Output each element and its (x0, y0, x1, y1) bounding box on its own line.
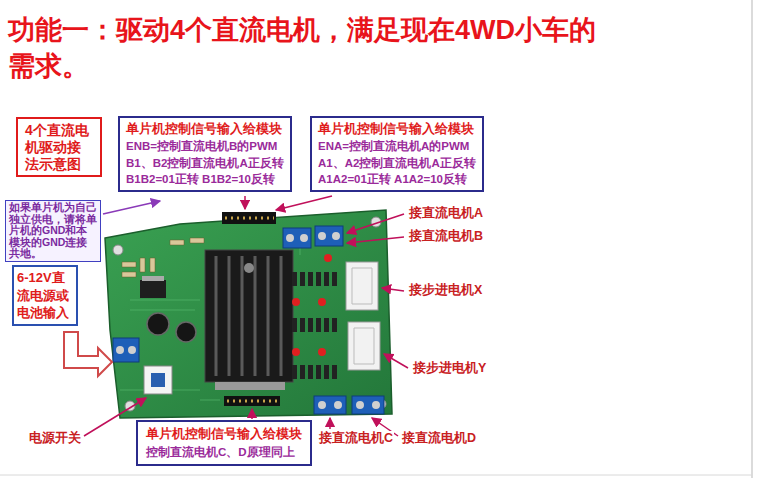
frame-line (751, 0, 753, 478)
callout-line: A1、A2控制直流电机A正反转 (318, 155, 476, 172)
connector-label: 接直流电机A (408, 206, 484, 221)
switch-button (151, 373, 165, 387)
connector-label: 电源开关 (28, 431, 82, 446)
callout-line: 控制直流电机C、D原理同上 (146, 444, 302, 461)
callout-heading: 如果单片机为自己独立供电，请将单片机的GND和本模块的GND连接共地。 (9, 202, 97, 260)
pcb-trace (120, 228, 395, 400)
connector-label: 接直流电机C (318, 431, 394, 446)
callout-heading: 单片机控制信号输入给模块 (146, 425, 302, 444)
terminal-screw (116, 346, 124, 354)
header-pins (227, 400, 278, 403)
capacitor (176, 322, 196, 342)
callout-line: A1A2=01正转 A1A2=10反转 (318, 171, 476, 188)
regulator-tab (142, 276, 164, 281)
connector-label: 接直流电机B (408, 229, 484, 244)
power-switch (144, 366, 172, 394)
capacitor (147, 313, 169, 335)
connector-label: 接步进电机X (408, 283, 483, 298)
ground-note: 如果单片机为自己独立供电，请将单片机的GND和本模块的GND连接共地。 (5, 200, 101, 262)
pcb-board (105, 210, 392, 418)
diagram-title-box: 4个直流电机驱动接法示意图 (16, 117, 102, 177)
regulator-chip (140, 280, 166, 298)
callout-line: B1B2=01正转 B1B2=10反转 (126, 171, 284, 188)
terminal-screw (286, 232, 340, 242)
connector-label: 接步进电机Y (412, 361, 487, 376)
connector-slot (352, 268, 374, 364)
hollow-arrow (64, 332, 112, 376)
leader-arrow (276, 196, 332, 210)
connector-label: 接直流电机D (401, 431, 477, 446)
callout-line: ENB=控制直流电机B的PWM (126, 138, 284, 155)
power-terminal (113, 338, 139, 362)
leader-arrow (347, 237, 404, 243)
callout-heading: 4个直流电机驱动接法示意图 (25, 122, 93, 172)
mounting-hole (113, 245, 123, 255)
pin-header (224, 396, 280, 406)
signal-callout: 单片机控制信号输入给模块控制直流电机C、D原理同上 (136, 420, 312, 466)
leader-arrow (382, 288, 404, 291)
chip-legs (215, 382, 285, 390)
resistor-symbol (122, 238, 204, 277)
leader-arrow (244, 196, 246, 209)
power-input-note: 6-12V直流电源或电池输入 (12, 265, 78, 326)
terminal-screw (128, 346, 136, 354)
led-symbol (292, 254, 332, 356)
leader-arrow (103, 201, 160, 214)
page-title: 功能一：驱动4个直流电机，满足现在4WD小车的需求。 (8, 12, 610, 85)
heat-sink-fin (216, 256, 281, 376)
callout-heading: 单片机控制信号输入给模块 (126, 120, 284, 138)
callout-heading: 单片机控制信号输入给模块 (318, 120, 476, 138)
pin-header (222, 212, 276, 224)
heat-sink (205, 250, 293, 382)
header-pins (225, 217, 274, 220)
stepper-connector (346, 262, 378, 310)
callout-heading: 6-12V直流电源或电池输入 (17, 269, 73, 322)
diode-symbol (292, 272, 337, 379)
frame-line (0, 475, 752, 476)
signal-callout: 单片机控制信号输入给模块ENA=控制直流电机A的PWMA1、A2控制直流电机A正… (310, 116, 484, 192)
callout-line: B1、B2控制直流电机A正反转 (126, 155, 284, 172)
leader-arrow (329, 418, 331, 429)
leader-arrow (251, 409, 253, 419)
leader-arrow (347, 214, 404, 233)
signal-callout: 单片机控制信号输入给模块ENB=控制直流电机B的PWMB1、B2控制直流电机A正… (118, 116, 292, 192)
stepper-connector (348, 322, 380, 370)
callout-line: ENA=控制直流电机A的PWM (318, 138, 476, 155)
heat-sink-screw (244, 263, 254, 273)
leader-arrow (384, 354, 408, 368)
terminal-screw (318, 401, 380, 409)
